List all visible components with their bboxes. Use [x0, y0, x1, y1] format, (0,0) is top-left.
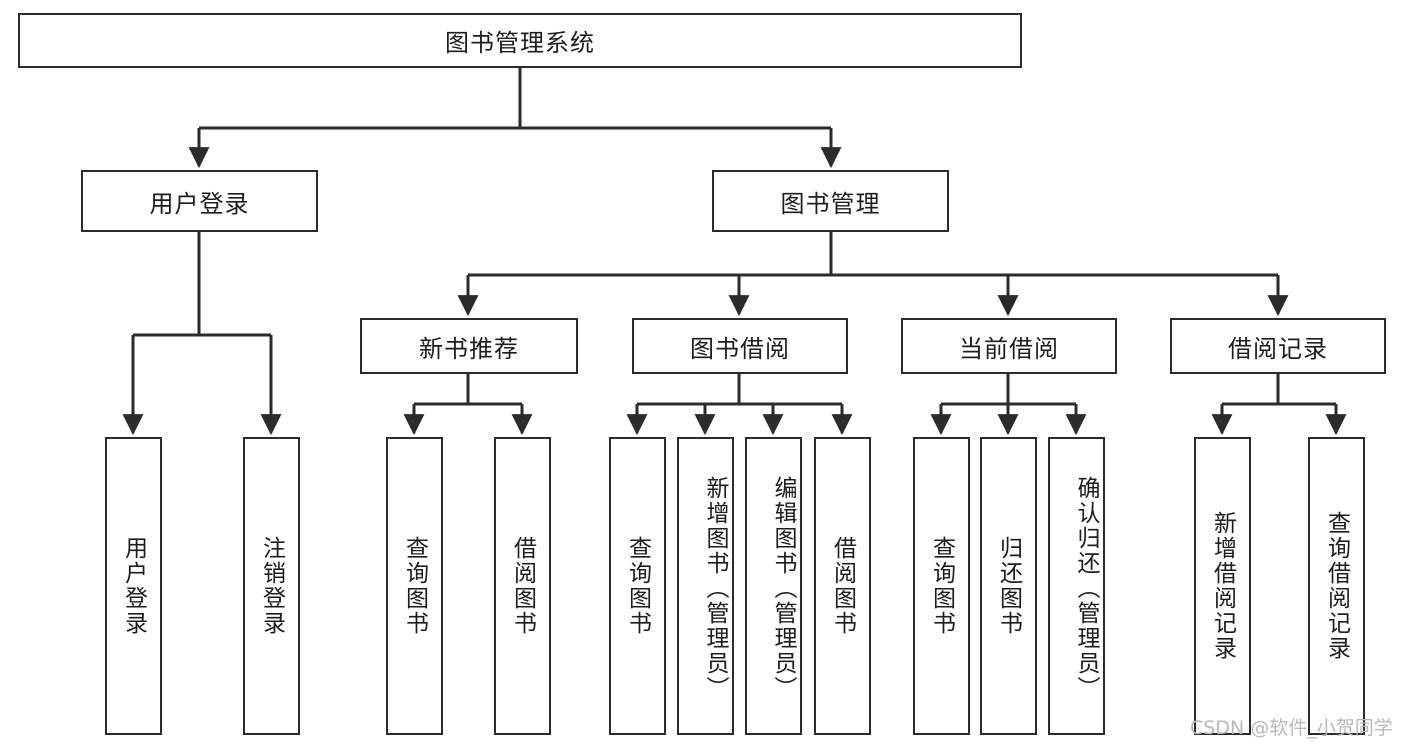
node-label: 编辑图书（管理员） [770, 475, 796, 701]
node-borrow-record[interactable]: 借阅记录 [1170, 318, 1386, 374]
node-label: 图书借阅 [690, 334, 790, 363]
node-root-system[interactable]: 图书管理系统 [18, 13, 1022, 68]
node-label: 查询图书 [401, 536, 428, 636]
node-current-borrow[interactable]: 当前借阅 [901, 318, 1117, 374]
leaf-confirm-return-admin[interactable]: 确认归还（管理员） [1048, 437, 1105, 735]
node-label: 注销登录 [258, 536, 285, 636]
leaf-edit-book-admin[interactable]: 编辑图书（管理员） [745, 437, 802, 735]
node-label: 新增借阅记录 [1209, 511, 1236, 661]
node-label: 图书管理系统 [445, 29, 595, 57]
node-user-login[interactable]: 用户登录 [81, 170, 318, 232]
leaf-query-book-1[interactable]: 查询图书 [386, 437, 443, 735]
node-label: 确认归还（管理员） [1073, 475, 1099, 701]
leaf-logout[interactable]: 注销登录 [243, 437, 300, 735]
node-label: 借阅图书 [509, 536, 536, 636]
leaf-borrow-book-2[interactable]: 借阅图书 [814, 437, 871, 735]
node-label: 归还图书 [995, 536, 1022, 636]
node-label: 图书管理 [780, 189, 881, 218]
node-label: 用户登录 [149, 189, 250, 218]
leaf-borrow-book-1[interactable]: 借阅图书 [494, 437, 551, 735]
leaf-query-book-3[interactable]: 查询图书 [913, 437, 970, 735]
node-label: 借阅图书 [829, 536, 856, 636]
node-label: 用户登录 [120, 536, 147, 636]
node-label: 查询图书 [624, 536, 651, 636]
leaf-user-login[interactable]: 用户登录 [105, 437, 162, 735]
leaf-return-book[interactable]: 归还图书 [980, 437, 1037, 735]
node-label: 当前借阅 [959, 334, 1059, 363]
node-label: 新书推荐 [419, 334, 519, 363]
leaf-query-borrow-record[interactable]: 查询借阅记录 [1308, 437, 1365, 735]
node-book-manage[interactable]: 图书管理 [712, 170, 949, 232]
node-new-book-recommend[interactable]: 新书推荐 [360, 318, 578, 374]
node-book-borrow[interactable]: 图书借阅 [632, 318, 848, 374]
node-label: 查询图书 [928, 536, 955, 636]
node-label: 查询借阅记录 [1323, 511, 1350, 661]
leaf-query-book-2[interactable]: 查询图书 [609, 437, 666, 735]
node-label: 借阅记录 [1228, 334, 1328, 363]
node-label: 新增图书（管理员） [702, 475, 728, 701]
leaf-add-borrow-record[interactable]: 新增借阅记录 [1194, 437, 1251, 735]
leaf-add-book-admin[interactable]: 新增图书（管理员） [677, 437, 734, 735]
